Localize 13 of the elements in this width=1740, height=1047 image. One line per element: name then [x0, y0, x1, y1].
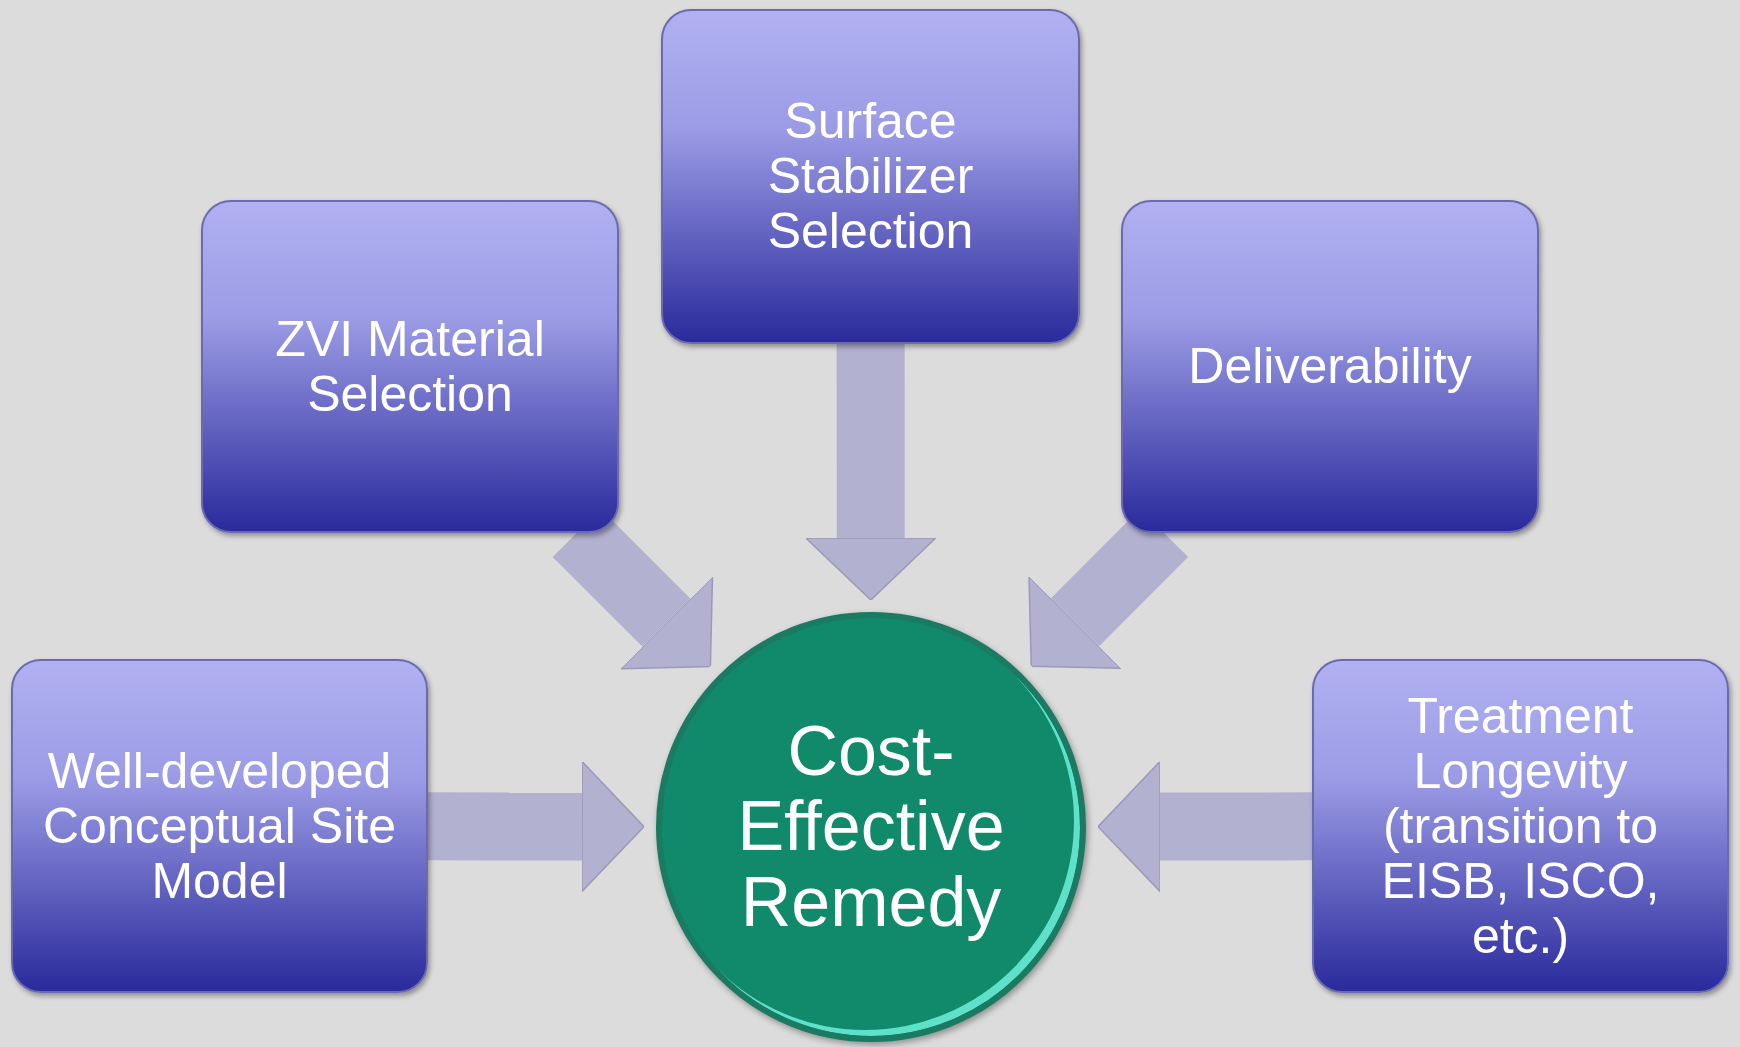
factor-box [201, 200, 619, 533]
factor-label: ZVI Material Selection [274, 311, 546, 422]
factor-label: Surface Stabilizer Selection [766, 94, 975, 259]
block-arrow [428, 760, 645, 893]
factor-box [1121, 200, 1539, 533]
factor-box [1312, 659, 1729, 993]
block-arrow [805, 344, 937, 601]
factor-label: Treatment Longevity (transition to EISB, ISCO, etc.) [1380, 688, 1661, 964]
result-label: Cost-Effective Remedy [736, 713, 1006, 941]
factor-box [11, 659, 428, 993]
factor-box [661, 9, 1080, 344]
factor-label: Deliverability [1188, 339, 1472, 394]
factor-label: Well-developed Conceptual Site Model [42, 743, 397, 909]
